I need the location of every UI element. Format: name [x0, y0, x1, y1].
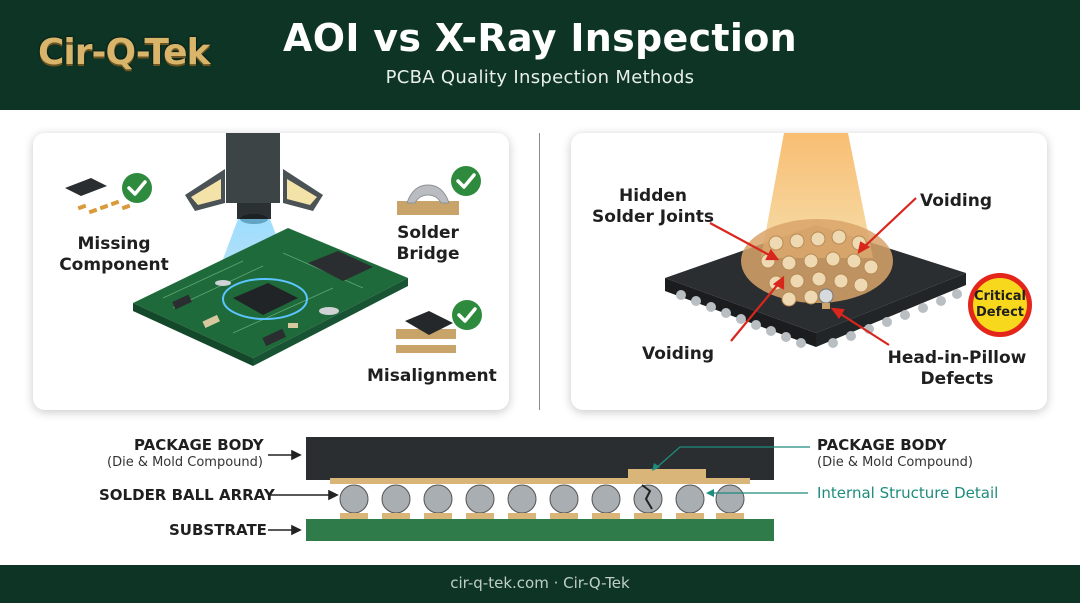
label-internal-structure: Internal Structure Detail [817, 484, 999, 502]
cross-section-illustration [268, 437, 810, 541]
aoi-panel: Missing Component Solder Bridge Misalign… [33, 133, 509, 410]
check-icon-missing [122, 173, 152, 203]
aoi-illustration [65, 133, 482, 366]
page-subtitle: PCBA Quality Inspection Methods [385, 67, 695, 88]
label-package-body-left: PACKAGE BODY [134, 436, 264, 454]
callout-arrows [709, 197, 917, 346]
xray-illustration [665, 133, 1032, 348]
header-bar: Cir-Q-Tek AOI vs X-Ray Inspection PCBA Q… [0, 0, 1080, 110]
footer-bar: cir-q-tek.com · Cir-Q-Tek [0, 565, 1080, 603]
bga-cross-section: PACKAGE BODY (Die & Mold Compound) SOLDE… [0, 425, 1080, 565]
label-missing-component: Missing Component [59, 234, 169, 275]
panel-divider [539, 133, 540, 410]
critical-defect-badge [968, 273, 1032, 337]
check-icon-misalignment [452, 300, 482, 330]
check-icon-bridge [451, 166, 481, 196]
critical-defect-label: Critical Defect [973, 289, 1026, 320]
label-head-in-pillow: Head-in-Pillow Defects [887, 348, 1027, 389]
solder-bridge-icon [397, 184, 459, 215]
label-substrate: SUBSTRATE [169, 521, 267, 539]
solder-ball-grid [760, 229, 879, 307]
label-misalignment: Misalignment [367, 366, 497, 386]
camera-icon [185, 133, 323, 224]
label-package-body-left-sub: (Die & Mold Compound) [107, 455, 263, 470]
label-hidden-solder-joints: Hidden Solder Joints [592, 186, 714, 227]
solder-ball-shapes [339, 484, 745, 514]
label-voiding-top: Voiding [920, 191, 993, 211]
label-package-body-right-sub: (Die & Mold Compound) [817, 455, 973, 470]
missing-component-icon [65, 178, 131, 215]
label-solder-bridge: Solder Bridge [396, 223, 460, 264]
substrate-shape [306, 519, 774, 541]
label-solder-ball-array: SOLDER BALL ARRAY [99, 486, 275, 504]
label-package-body-right: PACKAGE BODY [817, 436, 947, 454]
pcb-board-icon [133, 228, 408, 366]
xray-panel: Hidden Solder Joints Voiding Voiding Hea… [571, 133, 1047, 410]
footer-link[interactable]: cir-q-tek.com · Cir-Q-Tek [450, 574, 630, 592]
die-pad-shape [628, 469, 706, 478]
brand-logo[interactable]: Cir-Q-Tek [38, 32, 211, 73]
label-voiding-bottom: Voiding [642, 344, 715, 364]
misalignment-icon [396, 311, 456, 353]
page-title: AOI vs X-Ray Inspection [283, 16, 797, 60]
